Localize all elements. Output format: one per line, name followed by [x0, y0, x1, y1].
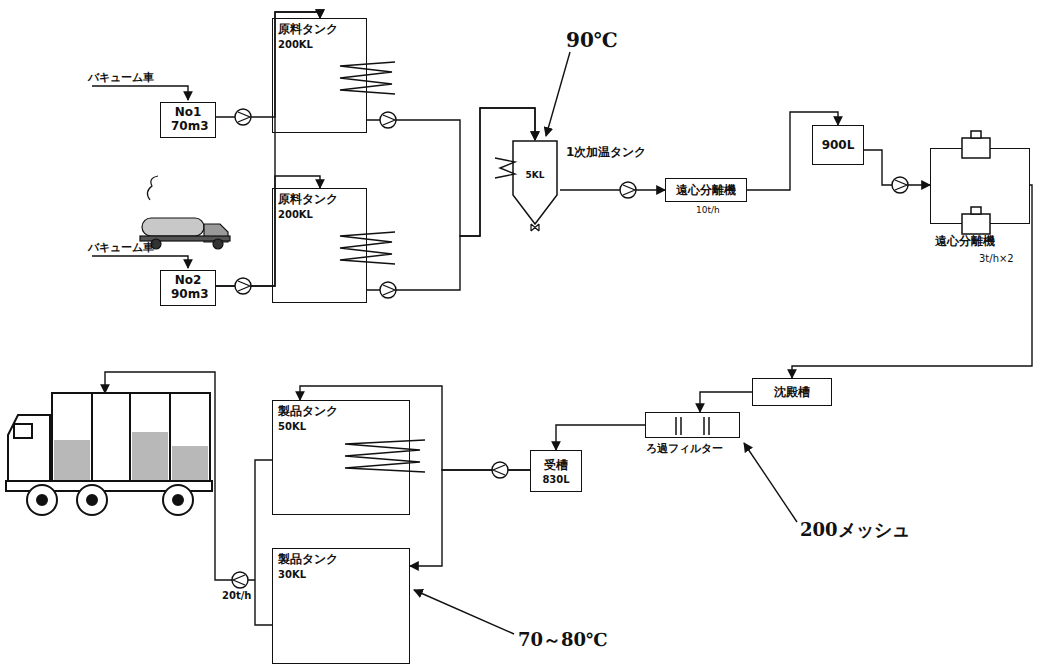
process-box: 900L	[812, 125, 864, 165]
equipment-name: 遠心分離機	[935, 233, 995, 250]
flow-line	[556, 425, 645, 450]
capacity-label: 5KL	[510, 170, 560, 180]
vehicle-label: バキューム車	[88, 70, 154, 85]
note-label: 20t/h	[222, 590, 251, 601]
vehicle-label: バキューム車	[88, 240, 154, 255]
tank-name: 製品タンク	[278, 552, 404, 568]
tank-name: 原料タンク	[278, 192, 361, 208]
filter-plates	[646, 413, 741, 439]
flow-line	[700, 392, 752, 412]
tank-box: 製品タンク50KL	[272, 400, 410, 515]
process-box: 受槽830L	[530, 450, 582, 492]
process-box: No2 90m3	[160, 270, 216, 306]
process-box: 遠心分離機3t/h×2	[930, 148, 1030, 224]
tank-name: 製品タンク	[278, 404, 404, 420]
equipment-name: ろ過フィルター	[646, 441, 723, 456]
note-label: 90℃	[566, 28, 618, 52]
box-label: No2 90m3	[171, 274, 205, 302]
box-label: 沈殿槽	[774, 384, 810, 401]
tank-capacity: 50KL	[278, 420, 404, 433]
flow-line	[300, 386, 530, 470]
flow-line	[560, 189, 665, 190]
note-label: 70～80℃	[518, 628, 608, 652]
tank-name: 1次加温タンク	[566, 144, 646, 161]
capacity-label: 10t/h	[696, 205, 720, 215]
box-label: 遠心分離機	[676, 182, 736, 199]
process-box: 沈殿槽	[752, 378, 832, 406]
tank-capacity: 200KL	[278, 38, 361, 51]
box-label: No1 70m3	[171, 106, 205, 134]
process-box: ろ過フィルター	[645, 412, 740, 438]
heating-tank-outline	[510, 140, 560, 232]
process-box: 5KL1次加温タンク	[510, 140, 560, 232]
tank-name: 原料タンク	[278, 22, 361, 38]
centrifuge-symbols	[930, 148, 1030, 224]
flow-line	[410, 470, 530, 566]
process-box: 遠心分離機10t/h	[665, 178, 747, 202]
tank-capacity: 200KL	[278, 208, 361, 221]
process-box: No1 70m3	[160, 102, 216, 138]
capacity-label: 3t/h×2	[979, 253, 1014, 264]
box-label: 受槽	[544, 457, 568, 474]
flow-line	[367, 108, 535, 236]
tank-box: 原料タンク200KL	[272, 188, 367, 303]
flow-line	[216, 12, 320, 286]
flow-line	[792, 185, 1032, 378]
tank-box: 製品タンク30KL	[272, 548, 410, 664]
tank-box: 原料タンク200KL	[272, 18, 367, 133]
note-label: 200メッシュ	[800, 518, 910, 542]
box-label: 830L	[542, 474, 569, 485]
tank-capacity: 30KL	[278, 568, 404, 581]
box-label: 900L	[822, 138, 855, 152]
flow-line	[367, 108, 535, 290]
